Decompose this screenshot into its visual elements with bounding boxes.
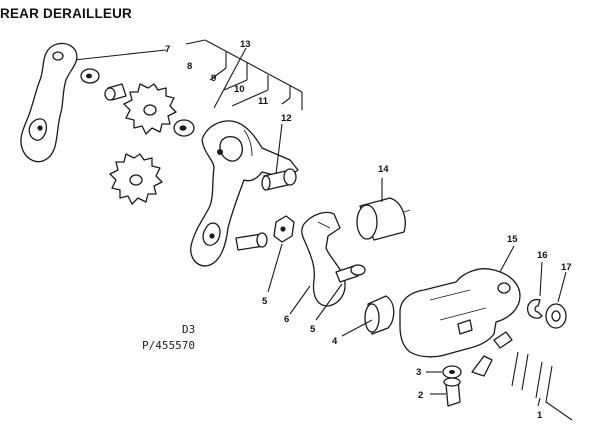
callout-1: 1 bbox=[537, 410, 543, 421]
callout-2: 2 bbox=[418, 390, 423, 401]
callout-11: 11 bbox=[258, 96, 269, 107]
leader-bracket bbox=[73, 39, 303, 110]
callout-8: 8 bbox=[187, 61, 192, 72]
washer bbox=[80, 68, 100, 84]
clamp-spring bbox=[471, 331, 573, 421]
upper-pulley bbox=[123, 83, 177, 135]
callout-3: 3 bbox=[416, 367, 421, 378]
inner-cage-body bbox=[190, 120, 299, 267]
callout-7: 7 bbox=[165, 44, 170, 55]
hanger-plate bbox=[301, 211, 346, 307]
callout-15: 15 bbox=[507, 234, 518, 245]
diagram-title: REAR DERAILLEUR bbox=[0, 6, 133, 21]
part-number: P/455570 bbox=[142, 339, 195, 352]
callout-6: 6 bbox=[284, 314, 289, 325]
callout-17: 17 bbox=[561, 262, 572, 273]
pivot-sleeve bbox=[356, 197, 411, 241]
callout-4: 4 bbox=[332, 336, 338, 347]
pivot-bolt bbox=[261, 168, 297, 191]
callout-5-nut: 5 bbox=[262, 296, 268, 307]
outer-cage-plate bbox=[20, 42, 78, 163]
spring-washer bbox=[545, 303, 567, 329]
callout-labels: 7 8 9 10 13 11 12 14 15 16 17 5 6 5 4 3 … bbox=[165, 39, 572, 421]
callout-14: 14 bbox=[378, 164, 389, 175]
pulley-bolt bbox=[235, 232, 268, 251]
leader-13 bbox=[213, 47, 247, 109]
cable-nut bbox=[442, 365, 462, 379]
callout-16: 16 bbox=[537, 250, 548, 261]
derailleur-body bbox=[399, 268, 521, 358]
callout-13: 13 bbox=[240, 39, 251, 50]
cable-bolt bbox=[443, 377, 461, 407]
adjusting-screw bbox=[335, 264, 366, 283]
tension-nut bbox=[273, 215, 295, 243]
c-clip bbox=[526, 298, 543, 319]
leader-lines bbox=[267, 123, 567, 407]
callout-12: 12 bbox=[281, 113, 292, 124]
callout-9: 9 bbox=[211, 73, 216, 84]
pivot-bushing bbox=[364, 295, 395, 335]
bushing bbox=[104, 83, 127, 101]
callout-10: 10 bbox=[234, 84, 245, 95]
callout-5-screw: 5 bbox=[310, 324, 316, 335]
spacer-washer bbox=[173, 119, 195, 137]
lower-pulley bbox=[109, 153, 163, 205]
diagram-code: D3 bbox=[182, 323, 196, 336]
